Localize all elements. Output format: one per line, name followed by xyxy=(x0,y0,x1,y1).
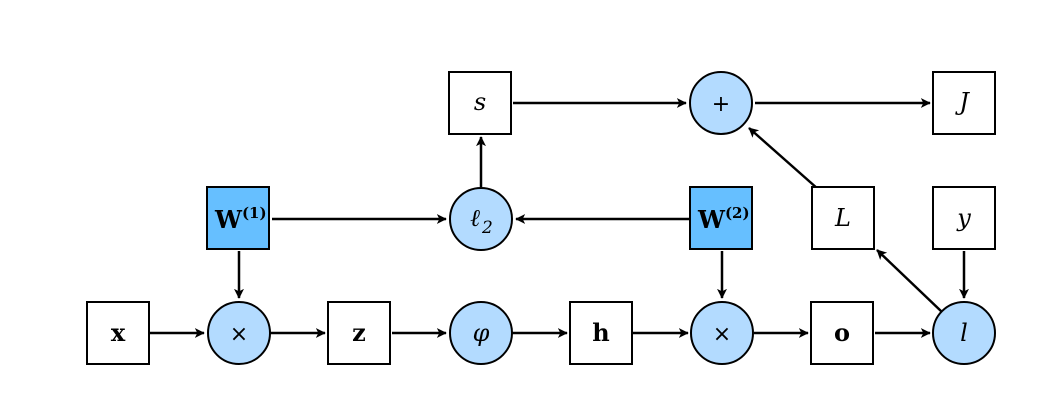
node-l: l xyxy=(932,301,996,365)
node-phi-label: φ xyxy=(473,319,490,347)
node-W2-label: W(2) xyxy=(697,204,750,234)
node-s-label: s xyxy=(474,88,486,116)
node-l2-main: ℓ xyxy=(470,204,480,232)
node-o-label: o xyxy=(834,318,850,347)
node-h-label: h xyxy=(592,318,609,347)
node-z: z xyxy=(327,301,391,365)
node-x-label: x xyxy=(111,318,126,347)
node-plus-label: + xyxy=(712,92,730,117)
node-L: L xyxy=(811,186,875,250)
node-y-label: y xyxy=(956,204,971,232)
node-h: h xyxy=(569,301,633,365)
edges xyxy=(150,98,969,338)
node-l2-subscript: 2 xyxy=(481,218,493,238)
node-o: o xyxy=(810,301,874,365)
node-W1: W(1) xyxy=(206,186,270,250)
node-W2: W(2) xyxy=(689,186,753,250)
node-W1-label: W(1) xyxy=(214,204,267,234)
node-mul1: × xyxy=(207,301,271,365)
node-mul2: × xyxy=(690,301,754,365)
node-J: J xyxy=(932,71,996,135)
node-L-label: L xyxy=(834,204,851,232)
node-y: y xyxy=(932,186,996,250)
node-W2-main: W xyxy=(697,205,726,234)
node-W1-main: W xyxy=(214,205,243,234)
node-phi: φ xyxy=(449,301,513,365)
node-l-label: l xyxy=(960,319,968,347)
edge-l-L xyxy=(876,249,943,313)
node-W2-superscript: (2) xyxy=(725,204,750,222)
node-mul2-label: × xyxy=(713,322,731,347)
node-z-label: z xyxy=(352,318,366,347)
node-x: x xyxy=(86,301,150,365)
node-s: s xyxy=(448,71,512,135)
edge-L-plus xyxy=(748,127,819,190)
node-plus: + xyxy=(689,71,753,135)
node-mul1-label: × xyxy=(230,322,248,347)
node-W1-superscript: (1) xyxy=(242,204,267,222)
